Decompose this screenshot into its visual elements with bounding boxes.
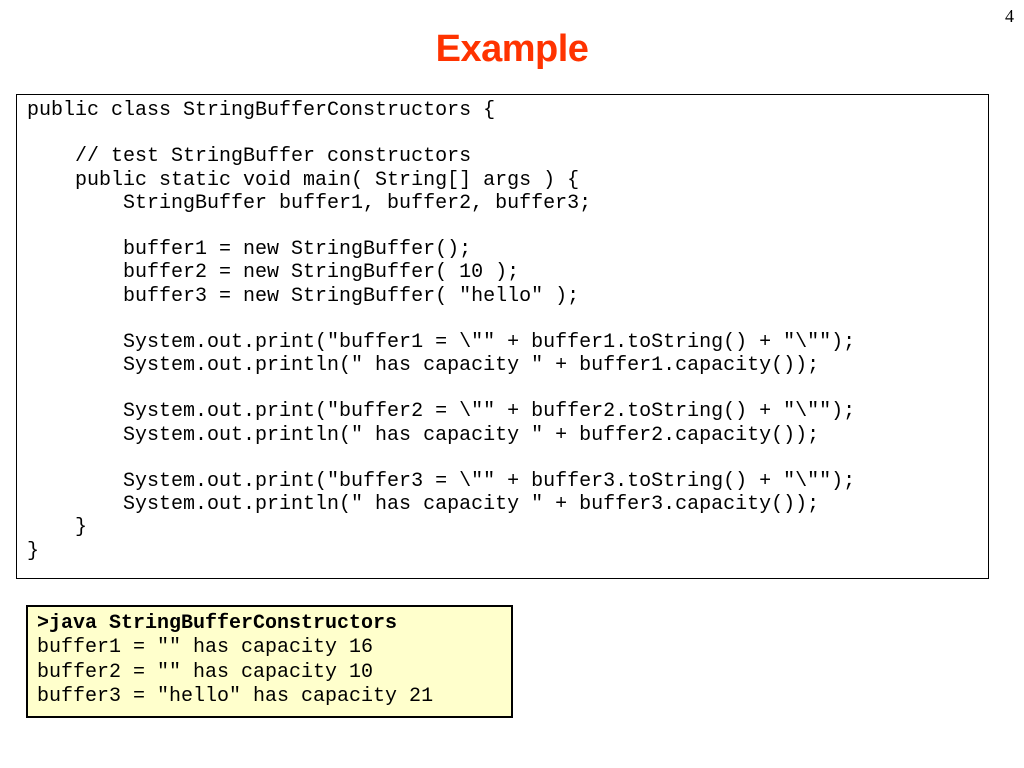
console-output-line: buffer2 = "" has capacity 10 bbox=[37, 660, 374, 684]
console-output-line: buffer1 = "" has capacity 16 bbox=[37, 636, 374, 660]
code-line: StringBuffer buffer1, buffer2, buffer3; bbox=[27, 191, 592, 215]
page-number: 4 bbox=[1005, 6, 1014, 26]
code-line: // test StringBuffer constructors bbox=[27, 145, 472, 169]
code-line: } bbox=[27, 516, 88, 540]
code-line bbox=[27, 215, 988, 238]
code-line: buffer3 = new StringBuffer( "hello" ); bbox=[27, 284, 580, 308]
code-line: buffer2 = new StringBuffer( 10 ); bbox=[27, 261, 520, 285]
code-line bbox=[27, 447, 988, 470]
code-line: } bbox=[27, 539, 40, 563]
console-output: >java StringBufferConstructors buffer1 =… bbox=[26, 605, 513, 718]
code-line: public class StringBufferConstructors { bbox=[27, 99, 496, 122]
code-line: System.out.println(" has capacity " + bu… bbox=[27, 423, 820, 447]
code-line: System.out.print("buffer1 = \"" + buffer… bbox=[27, 330, 856, 354]
code-line bbox=[27, 308, 988, 331]
code-line: public static void main( String[] args )… bbox=[27, 168, 580, 192]
code-line: System.out.println(" has capacity " + bu… bbox=[27, 354, 820, 378]
slide-title: Example bbox=[435, 28, 589, 70]
code-line bbox=[27, 122, 988, 145]
code-line: buffer1 = new StringBuffer(); bbox=[27, 238, 472, 262]
console-command: >java StringBufferConstructors bbox=[37, 612, 398, 635]
console-output-line: buffer3 = "hello" has capacity 21 bbox=[37, 685, 434, 709]
code-line: System.out.print("buffer3 = \"" + buffer… bbox=[27, 470, 856, 493]
code-listing: public class StringBufferConstructors { … bbox=[16, 94, 989, 579]
code-line: System.out.print("buffer2 = \"" + buffer… bbox=[27, 400, 856, 424]
code-line bbox=[27, 377, 988, 400]
code-line: System.out.println(" has capacity " + bu… bbox=[27, 493, 820, 517]
